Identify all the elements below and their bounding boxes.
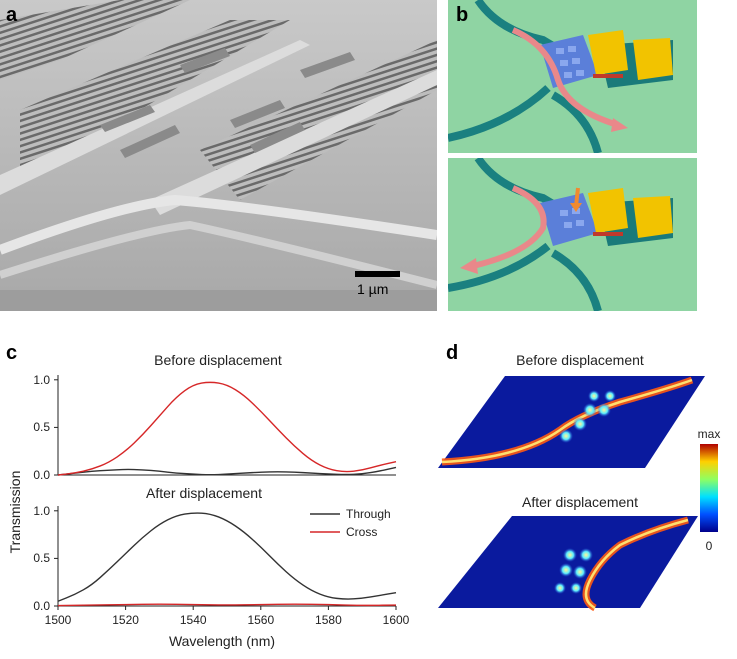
cross-waveguide	[447, 85, 551, 142]
chart-legend: Through Cross	[310, 507, 391, 539]
y-tick-label: 0.5	[33, 420, 50, 434]
panel-d-field-maps: d Before displacement After displacement	[430, 340, 737, 654]
panel-c-transmission-chart: c Before displacement After displacement…	[0, 340, 420, 654]
legend-label-through: Through	[346, 507, 391, 521]
light-path-arrow	[511, 27, 619, 128]
series-line-through-after	[57, 512, 397, 602]
y-ticks-top: 0.0 0.5 1.0	[33, 373, 58, 482]
y-tick-label: 0.0	[33, 468, 50, 482]
plot-top-axes	[57, 375, 396, 476]
y-ticks-bottom: 0.0 0.5 1.0	[33, 504, 58, 613]
through-waveguide	[550, 91, 602, 155]
panel-b-schematic-after	[447, 155, 697, 313]
electrode-right	[633, 38, 673, 80]
colorbar-min-label: 0	[706, 539, 713, 553]
sem-micrograph	[0, 0, 438, 311]
y-tick-label: 1.0	[33, 373, 50, 387]
panel-label-b: b	[456, 4, 469, 26]
field-map-after	[438, 516, 698, 612]
transmission-chart-svg: Before displacement After displacement T…	[7, 352, 410, 649]
x-axis-label: Wavelength (nm)	[169, 633, 275, 649]
schematic-before-displacement	[447, 0, 697, 155]
displacement-arrow	[570, 203, 582, 212]
field-map-before	[438, 376, 705, 468]
field-map-title-after: After displacement	[522, 494, 638, 510]
chart-title-after: After displacement	[146, 485, 262, 501]
x-tick-label: 1520	[112, 613, 139, 627]
x-tick-label: 1600	[383, 613, 410, 627]
legend-label-cross: Cross	[346, 525, 377, 539]
series-line-through-before	[57, 466, 397, 476]
panel-a-sem-image: a 1 µm	[0, 0, 438, 311]
y-tick-label: 0.5	[33, 551, 50, 565]
chart-title-before: Before displacement	[154, 352, 282, 368]
field-maps-svg: Before displacement After displacement	[438, 352, 721, 612]
y-axis-label: Transmission	[7, 471, 23, 554]
series-line-cross-after	[57, 603, 397, 607]
x-tick-label: 1500	[45, 613, 72, 627]
field-map-title-before: Before displacement	[516, 352, 644, 368]
x-tick-label: 1540	[180, 613, 207, 627]
panel-b-schematic-before: b	[447, 0, 697, 155]
panel-label-a: a	[6, 4, 18, 26]
input-waveguide	[474, 0, 571, 59]
y-tick-label: 0.0	[33, 599, 50, 613]
colorbar	[700, 444, 718, 532]
electrode-left	[588, 30, 628, 75]
x-tick-label: 1580	[315, 613, 342, 627]
x-tick-label: 1560	[247, 613, 274, 627]
panel-label-d: d	[446, 342, 459, 364]
colorbar-max-label: max	[698, 427, 721, 441]
scalebar-label: 1 µm	[357, 281, 389, 297]
schematic-after-displacement	[447, 155, 697, 313]
x-ticks: 1500 1520 1540 1560 1580 1600	[45, 606, 410, 627]
y-tick-label: 1.0	[33, 504, 50, 518]
scalebar	[355, 271, 400, 277]
panel-label-c: c	[6, 342, 18, 364]
series-line-cross-before	[57, 381, 397, 476]
